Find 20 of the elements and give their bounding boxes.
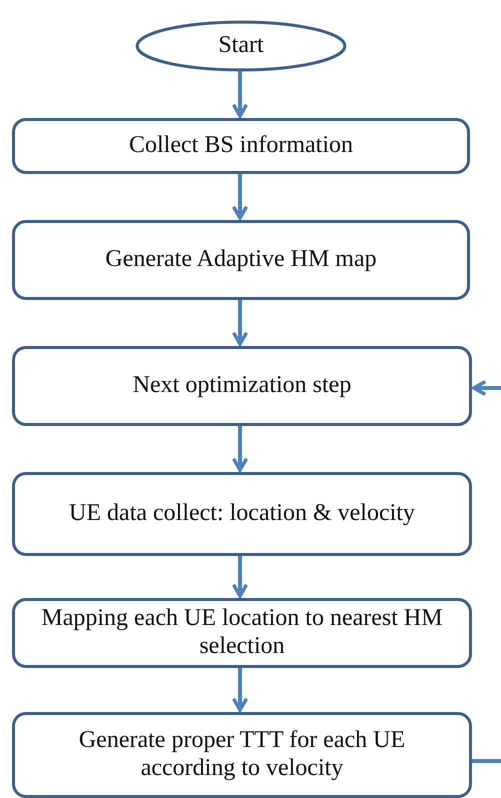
node-label: Generate proper TTT for each UE according to velocity	[78, 727, 406, 783]
arrow	[232, 174, 248, 220]
arrow	[232, 556, 248, 598]
arrow	[232, 426, 248, 472]
process-box	[12, 472, 472, 556]
arrow	[232, 300, 248, 346]
node-label: Generate Adaptive HM map	[105, 246, 377, 274]
arrow	[232, 71, 248, 118]
arrow	[232, 668, 248, 712]
process-box	[12, 712, 472, 798]
node-label: UE data collect: location & velocity	[69, 500, 415, 528]
arrow	[472, 380, 501, 396]
process-box	[12, 598, 472, 668]
node-label: Start	[218, 32, 264, 60]
process-box	[12, 220, 470, 300]
node-label: Collect BS information	[129, 132, 353, 160]
process-box	[12, 346, 472, 426]
process-box	[12, 118, 470, 174]
node-label: Next optimization step	[132, 372, 352, 400]
node-label: Mapping each UE location to nearest HM selection	[40, 605, 444, 661]
